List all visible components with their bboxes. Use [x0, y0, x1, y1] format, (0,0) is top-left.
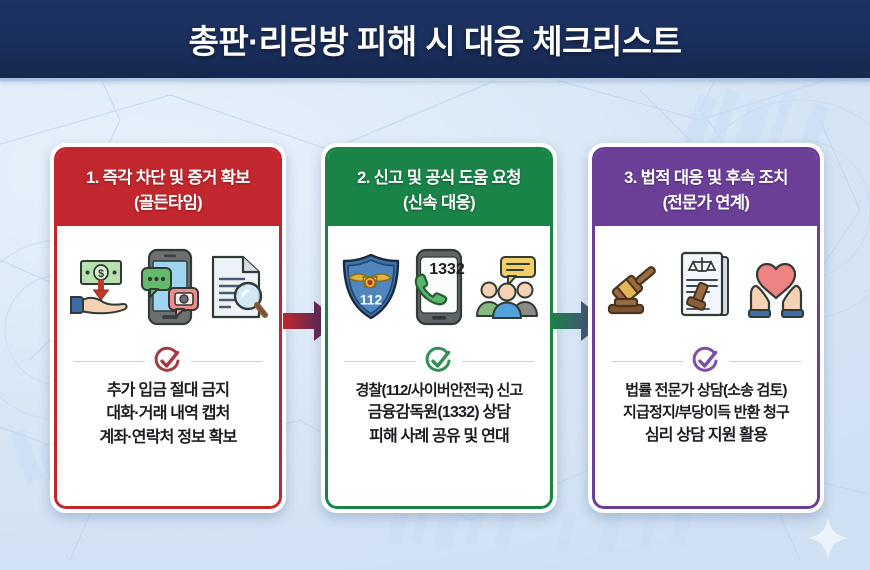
sparkle-star-icon — [807, 517, 849, 559]
gavel-icon — [607, 266, 656, 315]
step-card-3-icons — [595, 226, 817, 344]
step-card-2-inner: 2. 신고 및 공식 도움 요청 (신속 대응) 112 — [325, 147, 553, 509]
smartphone-1332-call-icon: 1332 — [414, 248, 465, 326]
police-badge-number: 112 — [360, 292, 383, 308]
step-card-3-header: 3. 법적 대응 및 후속 조치 (전문가 연계) — [595, 150, 817, 226]
smartphone-chat-capture-icon — [141, 248, 199, 326]
check-circle-icon — [425, 346, 451, 372]
bullet-item: 금융감독원(1332) 상담 — [367, 404, 511, 422]
people-group-icon — [476, 256, 538, 319]
bullet-item: 계좌·연락처 정보 확보 — [99, 428, 237, 446]
heart-in-hands-icon — [748, 262, 804, 318]
step-card-2-title: 2. 신고 및 공식 도움 요청 — [357, 168, 521, 187]
step-card-3-divider — [595, 346, 817, 376]
step-card-1-header: 1. 즉각 차단 및 증거 확보 (골든타임) — [57, 150, 279, 226]
step-card-1-inner: 1. 즉각 차단 및 증거 확보 (골든타임) $ — [54, 147, 282, 509]
divider-line-left — [73, 360, 145, 362]
bullet-item: 대화·거래 내역 캡처 — [106, 405, 230, 423]
divider-line-left — [344, 360, 416, 362]
step-card-2-header: 2. 신고 및 공식 도움 요청 (신속 대응) — [328, 150, 550, 226]
step-card-1[interactable]: 1. 즉각 차단 및 증거 확보 (골든타임) $ — [50, 143, 286, 513]
phone-number-label: 1332 — [429, 261, 465, 278]
check-circle-icon — [154, 346, 180, 372]
divider-line-left — [611, 360, 683, 362]
check-circle-icon — [692, 346, 718, 372]
legal-document-scales-stamp-icon — [680, 251, 729, 317]
step-card-2-divider — [328, 346, 550, 376]
step-card-1-bullets: 추가 입금 절대 금지 대화·거래 내역 캡처 계좌·연락처 정보 확보 — [57, 376, 279, 447]
step-card-3[interactable]: 3. 법적 대응 및 후속 조치 (전문가 연계) — [588, 143, 824, 513]
bullet-item: 지급정지/부당이득 반환 청구 — [622, 404, 790, 422]
bullet-item: 추가 입금 절대 금지 — [106, 382, 230, 399]
money-in-hand-icon: $ — [70, 260, 128, 315]
step-card-3-title: 3. 법적 대응 및 후속 조치 — [624, 168, 788, 187]
step-card-2-icons: 112 1332 — [328, 226, 550, 344]
step-card-2-subtitle: (신속 대응) — [402, 193, 476, 212]
header-bar: 총판·리딩방 피해 시 대응 체크리스트 — [0, 0, 870, 78]
bullet-item: 경찰(112/사이버안전국) 신고 — [355, 382, 524, 399]
step-card-1-divider — [57, 346, 279, 376]
step-card-1-icons: $ — [57, 226, 279, 344]
police-badge-112-icon: 112 — [342, 253, 400, 320]
document-magnifier-icon — [211, 255, 268, 319]
divider-line-right — [462, 360, 534, 362]
step-card-3-bullets: 법률 전문가 상담(소송 검토) 지급정지/부당이득 반환 청구 심리 상담 지… — [595, 376, 817, 445]
divider-line-right — [191, 360, 263, 362]
step-card-1-subtitle: (골든타임) — [133, 193, 203, 212]
svg-text:$: $ — [98, 268, 104, 280]
step-card-3-inner: 3. 법적 대응 및 후속 조치 (전문가 연계) — [592, 147, 820, 509]
bullet-item: 피해 사례 공유 및 연대 — [369, 427, 510, 445]
step-card-2[interactable]: 2. 신고 및 공식 도움 요청 (신속 대응) 112 — [321, 143, 557, 513]
step-card-1-title: 1. 즉각 차단 및 증거 확보 — [86, 168, 250, 187]
page-title: 총판·리딩방 피해 시 대응 체크리스트 — [188, 23, 682, 60]
divider-line-right — [729, 360, 801, 362]
header-underline — [0, 78, 870, 81]
bullet-item: 법률 전문가 상담(소송 검토) — [625, 382, 787, 399]
step-card-2-bullets: 경찰(112/사이버안전국) 신고 금융감독원(1332) 상담 피해 사례 공… — [328, 376, 550, 446]
bullet-item: 심리 상담 지원 활용 — [644, 426, 768, 444]
step-card-3-subtitle: (전문가 연계) — [662, 193, 750, 212]
